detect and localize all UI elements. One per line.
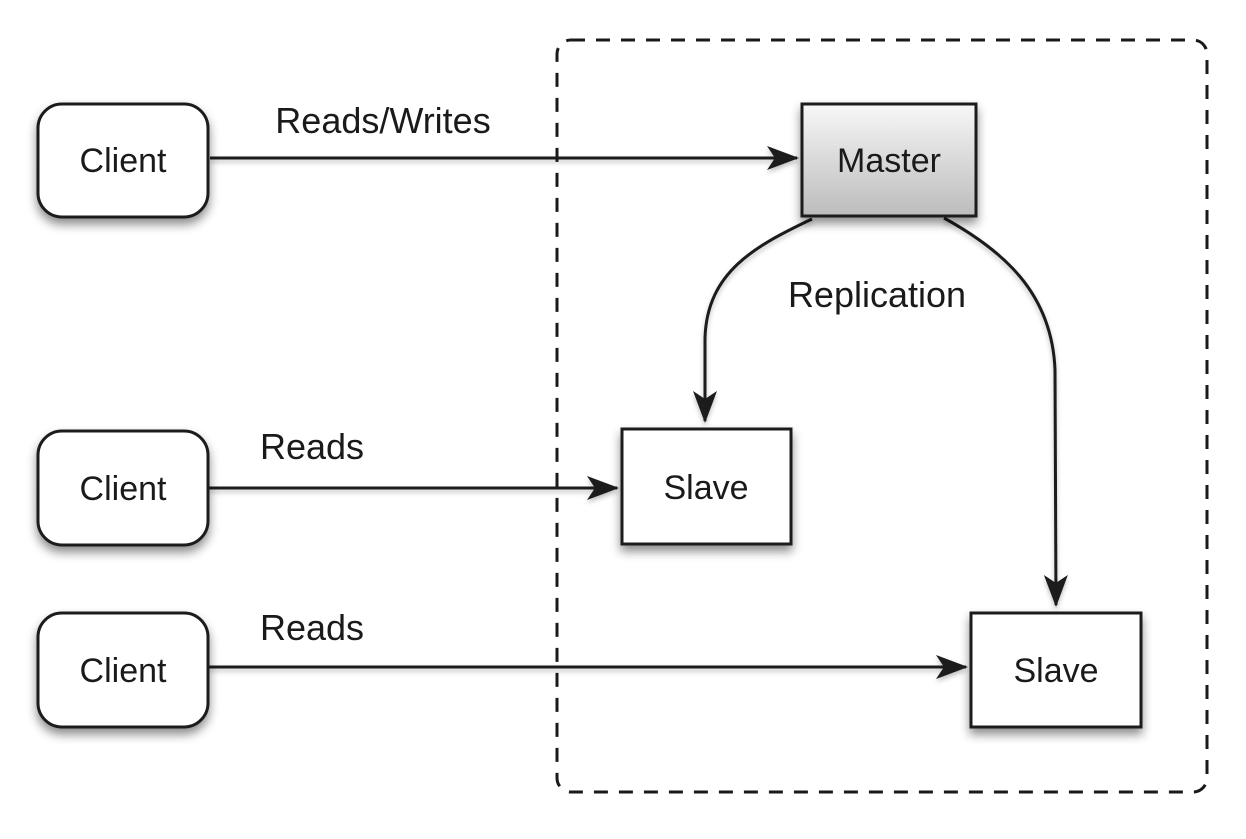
- slave-node-1: [620, 427, 793, 546]
- edges-group: [209, 146, 1068, 679]
- client-node-1: [36, 102, 210, 219]
- edge-reads-bottom-label: Reads: [260, 607, 364, 648]
- client-nodes-group: [36, 102, 210, 729]
- server-nodes-group: [620, 102, 1143, 729]
- edge-replication-to-slave1-arrow: [693, 217, 813, 423]
- master-node-label: Master: [837, 142, 941, 180]
- client-node-2: [36, 429, 210, 547]
- client-node-1-label: Client: [80, 142, 167, 180]
- master-node: [800, 102, 978, 218]
- edge-replication-label: Replication: [788, 274, 966, 315]
- client-node-3-label: Client: [80, 652, 167, 690]
- edge-reads-writes-label: Reads/Writes: [275, 100, 490, 141]
- slave-node-2-label: Slave: [1013, 652, 1098, 690]
- edge-replication-to-slave2-arrow: [943, 216, 1068, 607]
- edge-reads-mid-label: Reads: [260, 426, 364, 467]
- client-node-2-label: Client: [80, 470, 167, 508]
- node-labels-group: Client Client Client Master Slave Slave: [80, 142, 1099, 690]
- replication-cluster-boundary: [555, 38, 1209, 794]
- slave-node-1-label: Slave: [663, 469, 748, 507]
- client-node-3: [36, 611, 210, 729]
- edge-labels-group: Reads/Writes Reads Reads Replication: [260, 100, 966, 648]
- slave-node-2: [969, 611, 1143, 729]
